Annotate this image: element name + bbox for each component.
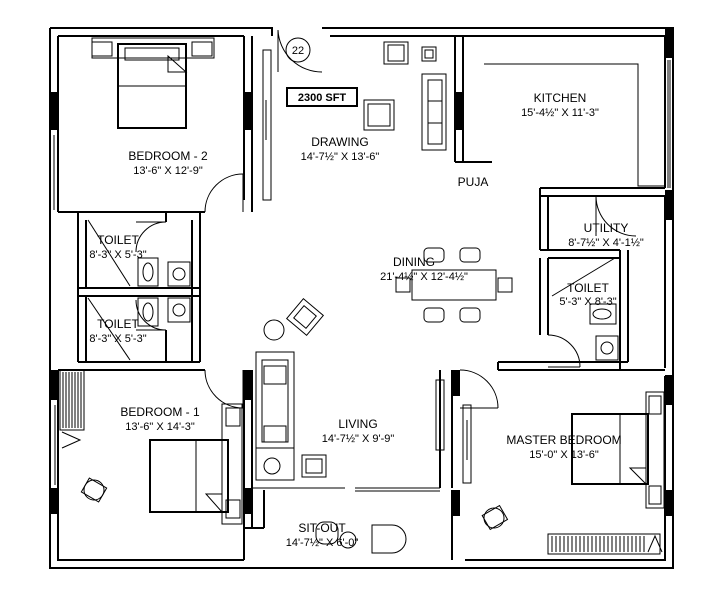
labels: 22 2300 SFT BEDROOM - 2 13'-6" X 12'-9" … — [89, 45, 644, 549]
toilets-left — [58, 212, 205, 371]
room-dim-toilet-3: 5'-3" X 8'-3" — [559, 296, 616, 308]
bedroom-1 — [59, 369, 253, 560]
room-name-living: LIVING — [338, 417, 377, 431]
room-name-utility: UTILITY — [584, 221, 629, 235]
window-blocks — [50, 28, 673, 516]
room-dim-master-bedroom: 15'-0" X 13'-6" — [529, 449, 599, 461]
master-bedroom — [462, 391, 665, 555]
room-name-bedroom-2: BEDROOM - 2 — [128, 149, 208, 163]
windows — [53, 60, 671, 485]
living-core — [244, 29, 513, 560]
room-dim-utility: 8'-7½" X 4'-1½" — [568, 237, 644, 249]
bedroom-2 — [58, 36, 272, 213]
room-name-drawing: DRAWING — [311, 135, 369, 149]
room-name-sit-out: SIT-OUT — [298, 521, 346, 535]
room-dim-living: 14'-7½" X 9'-9" — [322, 433, 395, 445]
room-dim-bedroom-2: 13'-6" X 12'-9" — [133, 165, 203, 177]
room-name-toilet-1: TOILET — [97, 233, 139, 247]
room-dim-bedroom-1: 13'-6" X 14'-3" — [125, 421, 195, 433]
room-dim-kitchen: 15'-4½" X 11'-3" — [521, 107, 599, 119]
room-name-toilet-2: TOILET — [97, 317, 139, 331]
room-name-toilet-3: TOILET — [567, 281, 609, 295]
room-dim-drawing: 14'-7½" X 13'-6" — [301, 151, 380, 163]
room-name-puja: PUJA — [458, 175, 489, 189]
room-dim-dining: 21'-4½" X 12'-4½" — [380, 271, 468, 283]
unit-number: 22 — [292, 45, 304, 57]
room-name-kitchen: KITCHEN — [534, 91, 587, 105]
area-label: 2300 SFT — [298, 92, 347, 104]
room-dim-sit-out: 14'-7½" X 6'-0" — [286, 537, 359, 549]
room-dim-toilet-1: 8'-3" X 5'-3" — [89, 249, 146, 261]
room-name-master-bedroom: MASTER BEDROOM — [506, 433, 621, 447]
room-name-dining: DINING — [393, 255, 435, 269]
room-name-bedroom-1: BEDROOM - 1 — [120, 405, 200, 419]
room-dim-toilet-2: 8'-3" X 5'-3" — [89, 333, 146, 345]
kitchen-area — [454, 36, 665, 371]
